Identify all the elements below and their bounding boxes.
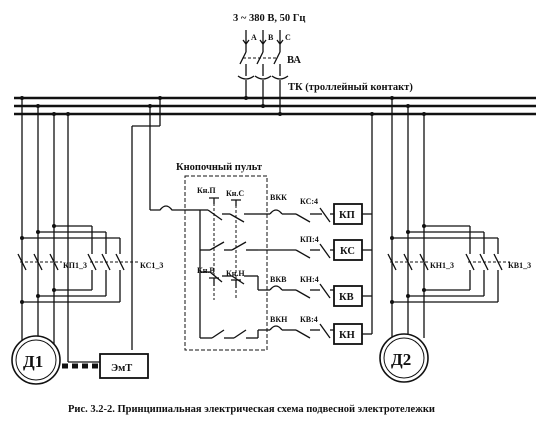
supply-voltage-label: 3 ~ 380 В, 50 Гц: [233, 13, 305, 24]
supply-arrows: [242, 30, 284, 46]
power-buses: [14, 96, 536, 116]
button-kn-s-label: Кн.С: [226, 189, 244, 198]
phase-b-label: B: [268, 33, 274, 42]
coil-kn-label: КН: [339, 330, 355, 341]
pendant-title: Кнопочный пульт: [176, 162, 263, 173]
coil-kv-label: КВ: [339, 292, 354, 303]
coil-kn: [333, 323, 363, 345]
circuit-breaker: [239, 44, 281, 76]
button-kn-n-label: Кн.Н: [226, 269, 245, 278]
motor-d1-label: Д1: [23, 352, 43, 371]
control-circuit: [148, 104, 258, 339]
right-motor-circuit: [379, 96, 510, 383]
ks13-label: КС1_3: [140, 261, 163, 270]
coil-ks: [333, 239, 363, 261]
emt-box: [99, 353, 149, 379]
motor-d2-label: Д2: [391, 350, 411, 369]
interlock-ks4-label: КС:4: [300, 197, 318, 206]
limit-vkn-label: ВКН: [270, 315, 288, 324]
coil-kp-label: КП: [339, 210, 355, 221]
interlock-kn4-label: КН:4: [300, 275, 319, 284]
emt-label: ЭмТ: [111, 363, 132, 374]
button-kn-v-label: Кн.В: [197, 266, 215, 275]
coil-ks-label: КС: [340, 246, 355, 257]
trolley-contacts: [237, 75, 289, 116]
coil-rows: [257, 112, 374, 339]
kn13-label: КН1_3: [430, 261, 454, 270]
kp13-label: КП1_3: [63, 261, 87, 270]
phase-c-label: C: [285, 33, 291, 42]
coil-kv: [333, 285, 363, 307]
trolley-label: ТК (троллейный контакт): [288, 82, 413, 93]
breaker-label: ВА: [287, 55, 301, 66]
phase-a-label: A: [251, 33, 257, 42]
motor-d1: [11, 335, 61, 385]
left-motor-circuit: [17, 96, 162, 363]
limit-vkv-label: ВКВ: [270, 275, 287, 284]
button-kn-p-label: Кн.П: [197, 186, 216, 195]
interlock-kv4-label: КВ:4: [300, 315, 318, 324]
limit-vkk-label: ВКК: [270, 193, 287, 202]
pendant-box: [184, 175, 268, 351]
interlock-kp4-label: КП:4: [300, 235, 319, 244]
coil-kp: [333, 203, 363, 225]
figure-caption: Рис. 3.2-2. Принципиальная электрическая…: [68, 404, 435, 415]
kv13-label: КВ1_3: [508, 261, 531, 270]
